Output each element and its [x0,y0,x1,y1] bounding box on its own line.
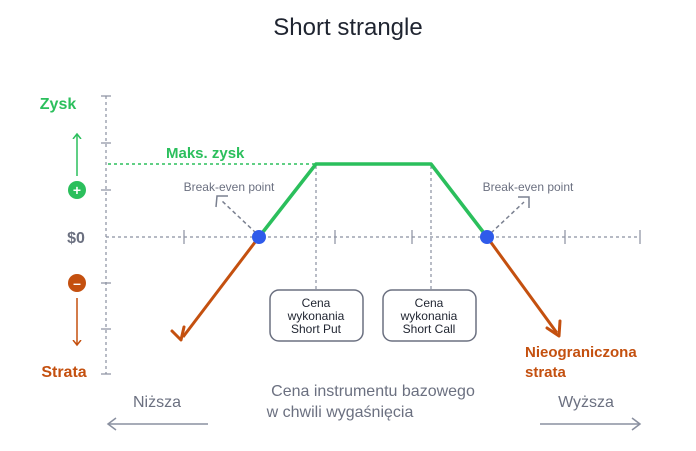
break-even-left-label: Break-even point [184,180,275,194]
call-strike-line2: wykonania [400,309,458,323]
y-axis-zero-label: $0 [67,230,85,247]
left-loss-arrowhead [170,325,186,342]
call-strike-box: Cena wykonania Short Call [382,289,477,342]
x-axis-high-label: Wyższa [558,394,614,411]
y-axis-loss-label: Strata [41,364,86,381]
x-axis-caption-line1: Cena instrumentu bazowego [271,383,475,400]
put-strike-line1: Cena [302,296,331,310]
max-profit-label: Maks. zysk [166,145,245,162]
break-even-right-pointer [490,201,525,234]
diagram-title: Short strangle [273,14,422,41]
unlimited-loss-label-line2: strata [525,364,567,381]
x-axis-ticks [183,230,641,244]
plus-icon [68,181,86,199]
right-loss-arrowhead [545,319,562,338]
put-strike-line3: Short Put [291,322,342,336]
y-axis-ticks [101,95,111,375]
x-axis-high-arrowhead [631,417,642,431]
left-loss-line [181,236,261,338]
put-strike-line2: wykonania [287,309,345,323]
y-axis-profit-label: Zysk [40,96,77,113]
profit-payoff-line [257,162,489,239]
break-even-right-point [480,230,494,244]
break-even-left-arrowhead [215,195,228,208]
put-strike-box-frame [269,289,364,342]
minus-icon [68,274,86,292]
break-even-right-arrowhead [518,196,530,208]
break-even-left-point [252,230,266,244]
break-even-left-pointer [221,200,257,234]
x-axis-low-label: Niższa [133,394,181,411]
call-strike-line1: Cena [415,296,444,310]
right-loss-line [485,236,559,334]
minus-symbol: – [73,275,81,291]
plus-symbol: + [73,182,81,198]
break-even-right-label: Break-even point [483,180,574,194]
x-axis-low-arrowhead [106,417,117,431]
call-strike-box-frame [382,289,477,342]
put-strike-box: Cena wykonania Short Put [269,289,364,342]
unlimited-loss-label-line1: Nieograniczona [525,344,637,361]
x-axis-caption-line2: w chwili wygaśnięcia [266,404,414,421]
call-strike-line3: Short Call [403,322,456,336]
